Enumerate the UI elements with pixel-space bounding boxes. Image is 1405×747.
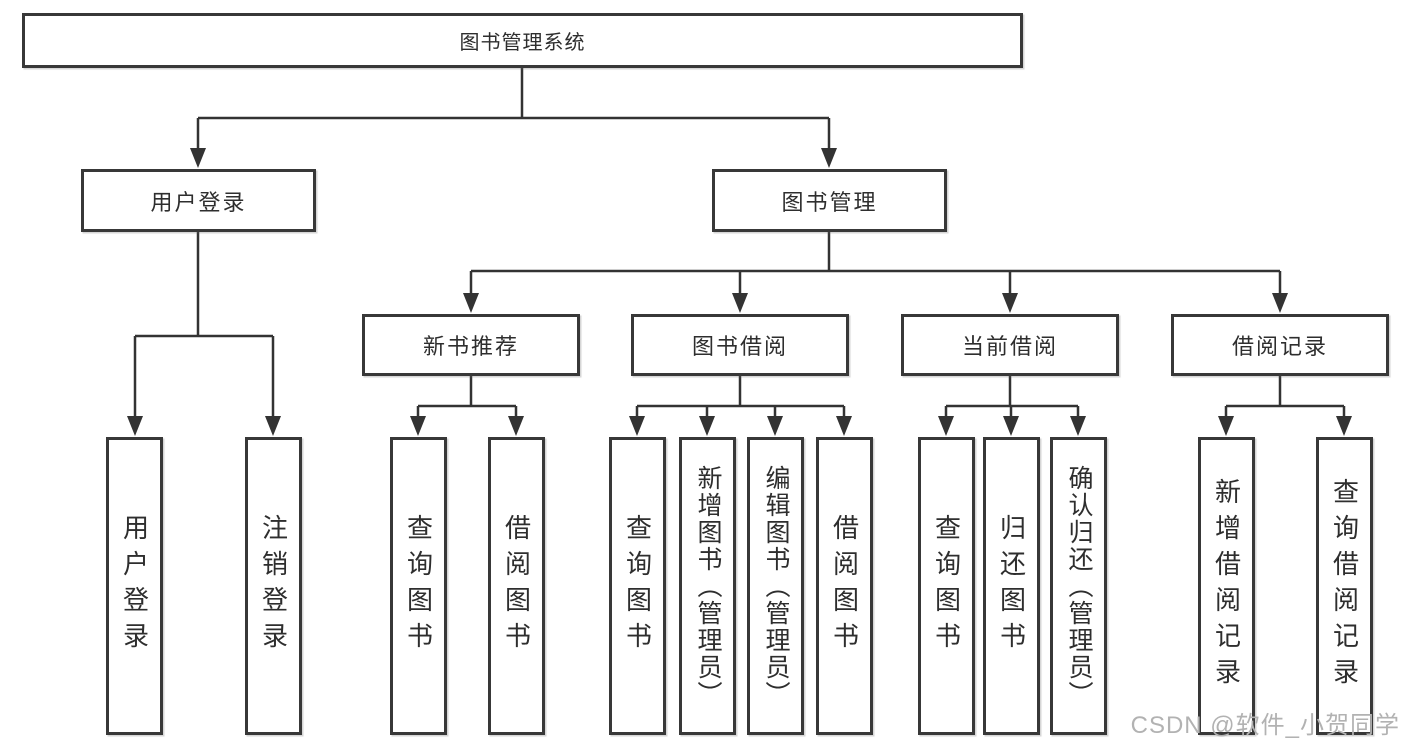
leaf-query-books-3-label: 查询图书 <box>931 514 962 658</box>
leaf-return-books-label: 归还图书 <box>996 514 1027 658</box>
node-root-system-label: 图书管理系统 <box>459 32 586 54</box>
leaf-add-book-admin-label: 新增图书（管理员） <box>694 464 722 708</box>
leaf-edit-book-admin-label: 编辑图书（管理员） <box>762 464 790 708</box>
leaf-user-login-label: 用户登录 <box>119 514 150 658</box>
leaf-add-borrow-record: 新增借阅记录 <box>1198 437 1255 735</box>
leaf-query-books-2-label: 查询图书 <box>622 514 653 658</box>
leaf-confirm-return-admin-label: 确认归还（管理员） <box>1065 464 1093 708</box>
node-new-book-recommend-label: 新书推荐 <box>422 334 519 359</box>
node-user-login-label: 用户登录 <box>150 189 247 215</box>
node-book-borrow-label: 图书借阅 <box>691 334 788 359</box>
node-book-borrow: 图书借阅 <box>631 314 849 376</box>
node-book-management: 图书管理 <box>712 169 947 232</box>
node-root-system: 图书管理系统 <box>22 13 1023 68</box>
leaf-query-books-2: 查询图书 <box>609 437 666 735</box>
node-user-login: 用户登录 <box>81 169 316 232</box>
leaf-add-borrow-record-label: 新增借阅记录 <box>1211 478 1242 694</box>
node-new-book-recommend: 新书推荐 <box>362 314 580 376</box>
leaf-logout-label: 注销登录 <box>258 514 289 658</box>
node-borrow-records-label: 借阅记录 <box>1231 334 1328 359</box>
leaf-confirm-return-admin: 确认归还（管理员） <box>1050 437 1107 735</box>
leaf-query-borrow-record-label: 查询借阅记录 <box>1329 478 1360 694</box>
arrowhead-icons <box>127 148 1352 436</box>
leaf-user-login: 用户登录 <box>106 437 163 735</box>
leaf-query-borrow-record: 查询借阅记录 <box>1316 437 1373 735</box>
leaf-query-books-1: 查询图书 <box>390 437 447 735</box>
node-borrow-records: 借阅记录 <box>1171 314 1389 376</box>
leaf-return-books: 归还图书 <box>983 437 1040 735</box>
leaf-edit-book-admin: 编辑图书（管理员） <box>747 437 804 735</box>
node-current-borrow-label: 当前借阅 <box>961 334 1058 359</box>
leaf-borrow-books-2: 借阅图书 <box>816 437 873 735</box>
leaf-query-books-1-label: 查询图书 <box>403 514 434 658</box>
node-book-management-label: 图书管理 <box>781 189 878 215</box>
node-current-borrow: 当前借阅 <box>901 314 1119 376</box>
leaf-logout: 注销登录 <box>245 437 302 735</box>
csdn-watermark: CSDN @软件_小贺同学 <box>1130 712 1400 739</box>
leaf-borrow-books-1: 借阅图书 <box>488 437 545 735</box>
leaf-borrow-books-2-label: 借阅图书 <box>829 514 860 658</box>
leaf-query-books-3: 查询图书 <box>918 437 975 735</box>
leaf-add-book-admin: 新增图书（管理员） <box>679 437 736 735</box>
leaf-borrow-books-1-label: 借阅图书 <box>501 514 532 658</box>
